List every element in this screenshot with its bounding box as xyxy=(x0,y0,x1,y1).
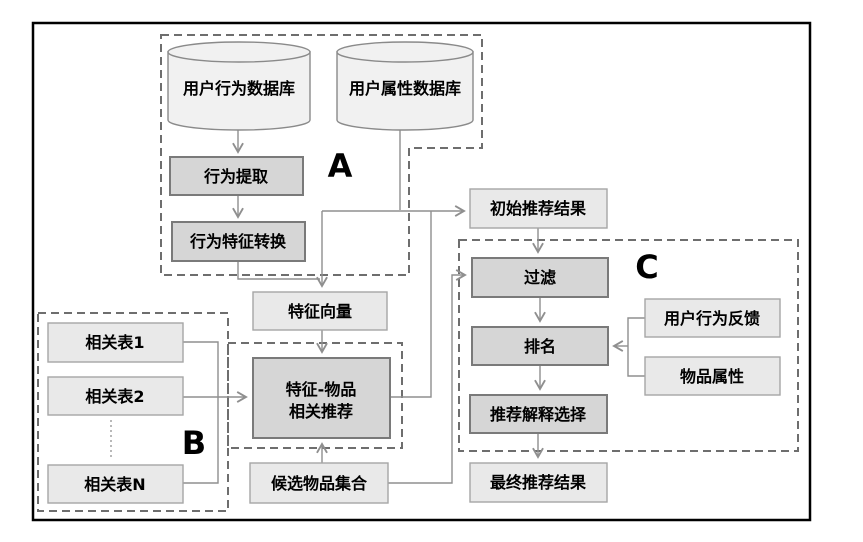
node-label: 相关表2 xyxy=(85,387,144,406)
process-box xyxy=(252,357,391,439)
process-box xyxy=(469,394,608,434)
node-label: 初始推荐结果 xyxy=(490,199,586,218)
node-label-line1: 特征-物品 xyxy=(286,380,357,399)
node-user-behavior-db: 用户行为数据库 xyxy=(167,41,311,131)
node-final-results: 最终推荐结果 xyxy=(469,462,608,503)
node-related-table-n: 相关表N xyxy=(47,464,184,504)
data-box xyxy=(249,462,389,504)
node-user-attribute-db: 用户属性数据库 xyxy=(336,41,474,131)
edge-relatedtables-collector xyxy=(183,341,219,484)
node-label: 行为提取 xyxy=(203,167,268,186)
data-box xyxy=(644,356,781,396)
node-user-behavior-feedback: 用户行为反馈 xyxy=(644,298,781,338)
edge-recommend-riser xyxy=(390,211,432,398)
node-label: 行为特征转换 xyxy=(189,232,287,251)
feature-item-region-outline xyxy=(227,342,403,449)
data-box xyxy=(469,188,608,229)
database-cylinder-icon xyxy=(336,51,474,131)
node-label: 推荐解释选择 xyxy=(490,405,587,424)
node-label: 过滤 xyxy=(524,268,556,287)
node-label: 用户属性数据库 xyxy=(349,79,461,98)
node-label: 排名 xyxy=(524,337,556,356)
edge-candidate-to-filter xyxy=(388,269,467,484)
region-a-outline xyxy=(160,34,483,276)
data-box xyxy=(47,376,184,416)
region-c-label: C xyxy=(635,248,658,286)
node-label: 候选物品集合 xyxy=(271,474,368,493)
node-label: 相关表N xyxy=(84,475,145,494)
node-explanation-select: 推荐解释选择 xyxy=(469,394,608,434)
node-feature-item-recommend: 特征-物品 相关推荐 xyxy=(252,357,391,439)
data-box xyxy=(644,298,781,338)
data-box xyxy=(252,291,388,331)
node-rank: 排名 xyxy=(471,326,609,366)
process-box xyxy=(471,326,609,366)
database-cylinder-top-icon xyxy=(336,41,474,63)
data-box xyxy=(47,464,184,504)
process-box xyxy=(471,257,609,298)
edge-feedback-bracket xyxy=(627,317,645,377)
node-label: 物品属性 xyxy=(680,367,744,386)
node-related-table-2: 相关表2 xyxy=(47,376,184,416)
node-filter: 过滤 xyxy=(471,257,609,298)
node-candidate-item-set: 候选物品集合 xyxy=(249,462,389,504)
node-label: 用户行为反馈 xyxy=(664,309,760,328)
region-b-label: B xyxy=(182,424,206,462)
edge-convert-to-junction xyxy=(237,261,320,280)
node-behavior-feature-convert: 行为特征转换 xyxy=(171,221,306,262)
node-label: 特征向量 xyxy=(288,302,352,321)
node-behavior-extract: 行为提取 xyxy=(169,156,304,196)
node-label: 相关表1 xyxy=(85,333,144,352)
database-cylinder-top-icon xyxy=(167,41,311,63)
region-a-label: A xyxy=(328,147,353,185)
node-label: 用户行为数据库 xyxy=(183,79,295,98)
node-related-table-1: 相关表1 xyxy=(47,322,184,363)
data-box xyxy=(47,322,184,363)
node-initial-results: 初始推荐结果 xyxy=(469,188,608,229)
node-label: 最终推荐结果 xyxy=(490,473,586,492)
node-feature-vector: 特征向量 xyxy=(252,291,388,331)
region-c-outline xyxy=(458,239,799,452)
node-label-line2: 相关推荐 xyxy=(289,402,353,421)
data-box xyxy=(469,462,608,503)
process-box xyxy=(171,221,306,262)
node-item-attributes: 物品属性 xyxy=(644,356,781,396)
process-box xyxy=(169,156,304,196)
database-cylinder-icon xyxy=(167,51,311,131)
